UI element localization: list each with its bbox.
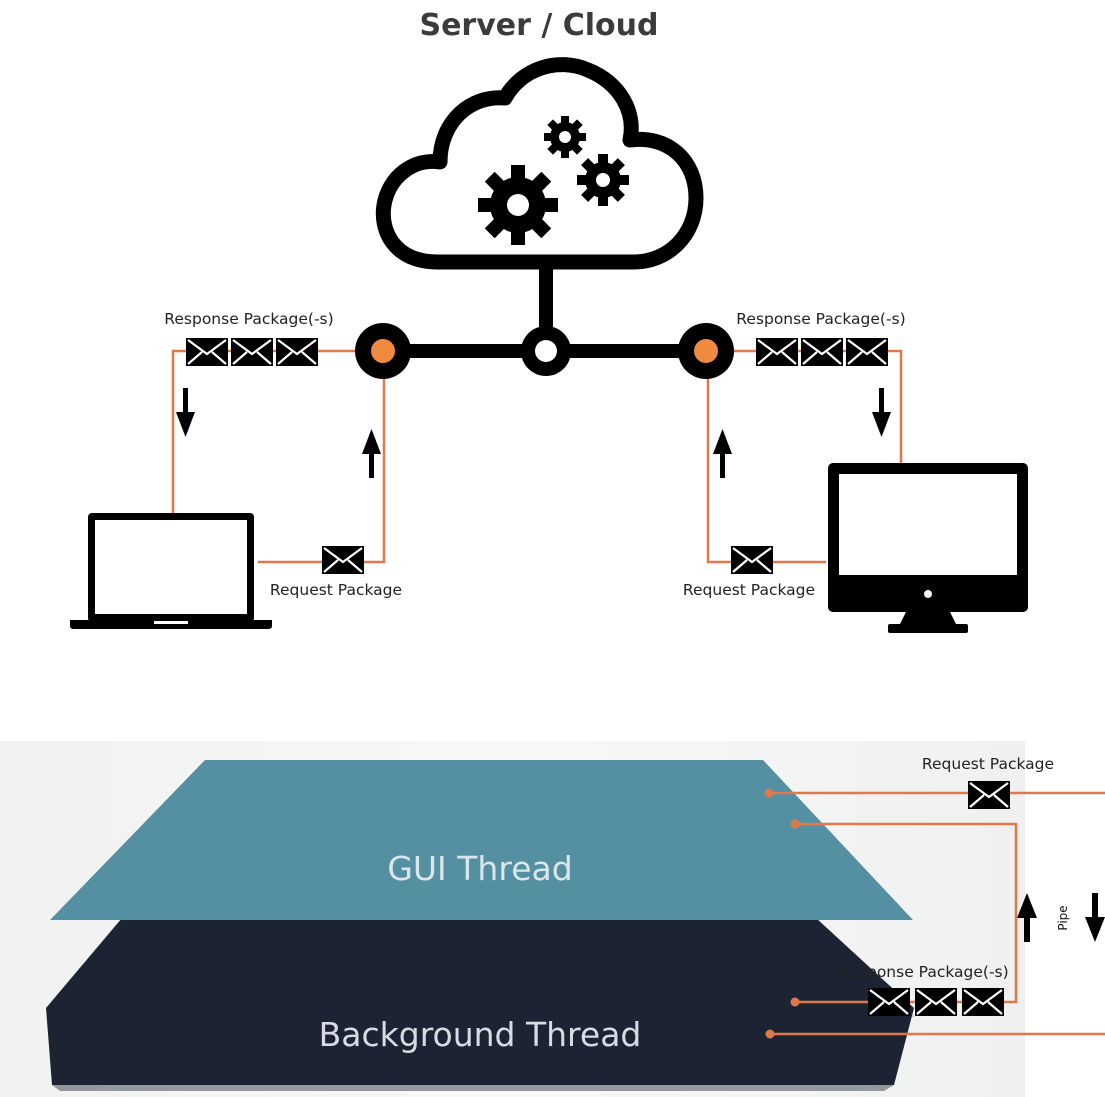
gui-thread-layer [50,760,913,920]
envelope-icon [274,336,320,368]
left-node [355,323,411,379]
arrow-down-icon [872,388,891,437]
network-connector [384,262,706,376]
arrow-down-icon [176,388,195,437]
background-thread-label-front: Background Thread [319,1015,642,1054]
envelope-icon [754,336,800,368]
request-label-right: Request Package [683,581,815,599]
background-thread-layer [46,918,914,1008]
arrow-up-icon [713,429,732,478]
envelope-icon [229,336,275,368]
response-label-threads: Response Package(-s) [839,963,1008,981]
envelope-icon [799,336,845,368]
pipe-label: Pipe [1056,905,1070,930]
arrow-down-icon [1085,893,1105,942]
envelope-icon [844,336,890,368]
right-response-wire [734,349,903,463]
envelope-icon [866,986,912,1018]
left-request-wire [258,379,386,564]
right-request-wire [706,379,826,564]
cloud-gears-icon [375,57,704,270]
request-label-left: Request Package [270,581,402,599]
gui-thread-label: GUI Thread [387,849,572,888]
envelope-icon [913,986,959,1018]
envelope-icon [729,544,775,576]
response-label-right: Response Package(-s) [736,310,905,328]
laptop-icon [70,513,272,629]
response-label-left: Response Package(-s) [164,310,333,328]
envelope-icon [320,544,366,576]
right-node [678,323,734,379]
request-label-threads: Request Package [922,755,1054,773]
diagram-title: Server / Cloud [419,8,658,43]
background-thread-front [46,1008,914,1085]
left-response-wire [171,349,355,515]
arrow-up-icon [362,429,381,478]
arrow-up-icon [1017,893,1037,942]
envelope-icon [966,779,1012,811]
background-thread-edge [52,1085,894,1091]
envelope-icon [960,986,1006,1018]
desktop-monitor-icon [828,463,1028,633]
envelope-icon [184,336,230,368]
